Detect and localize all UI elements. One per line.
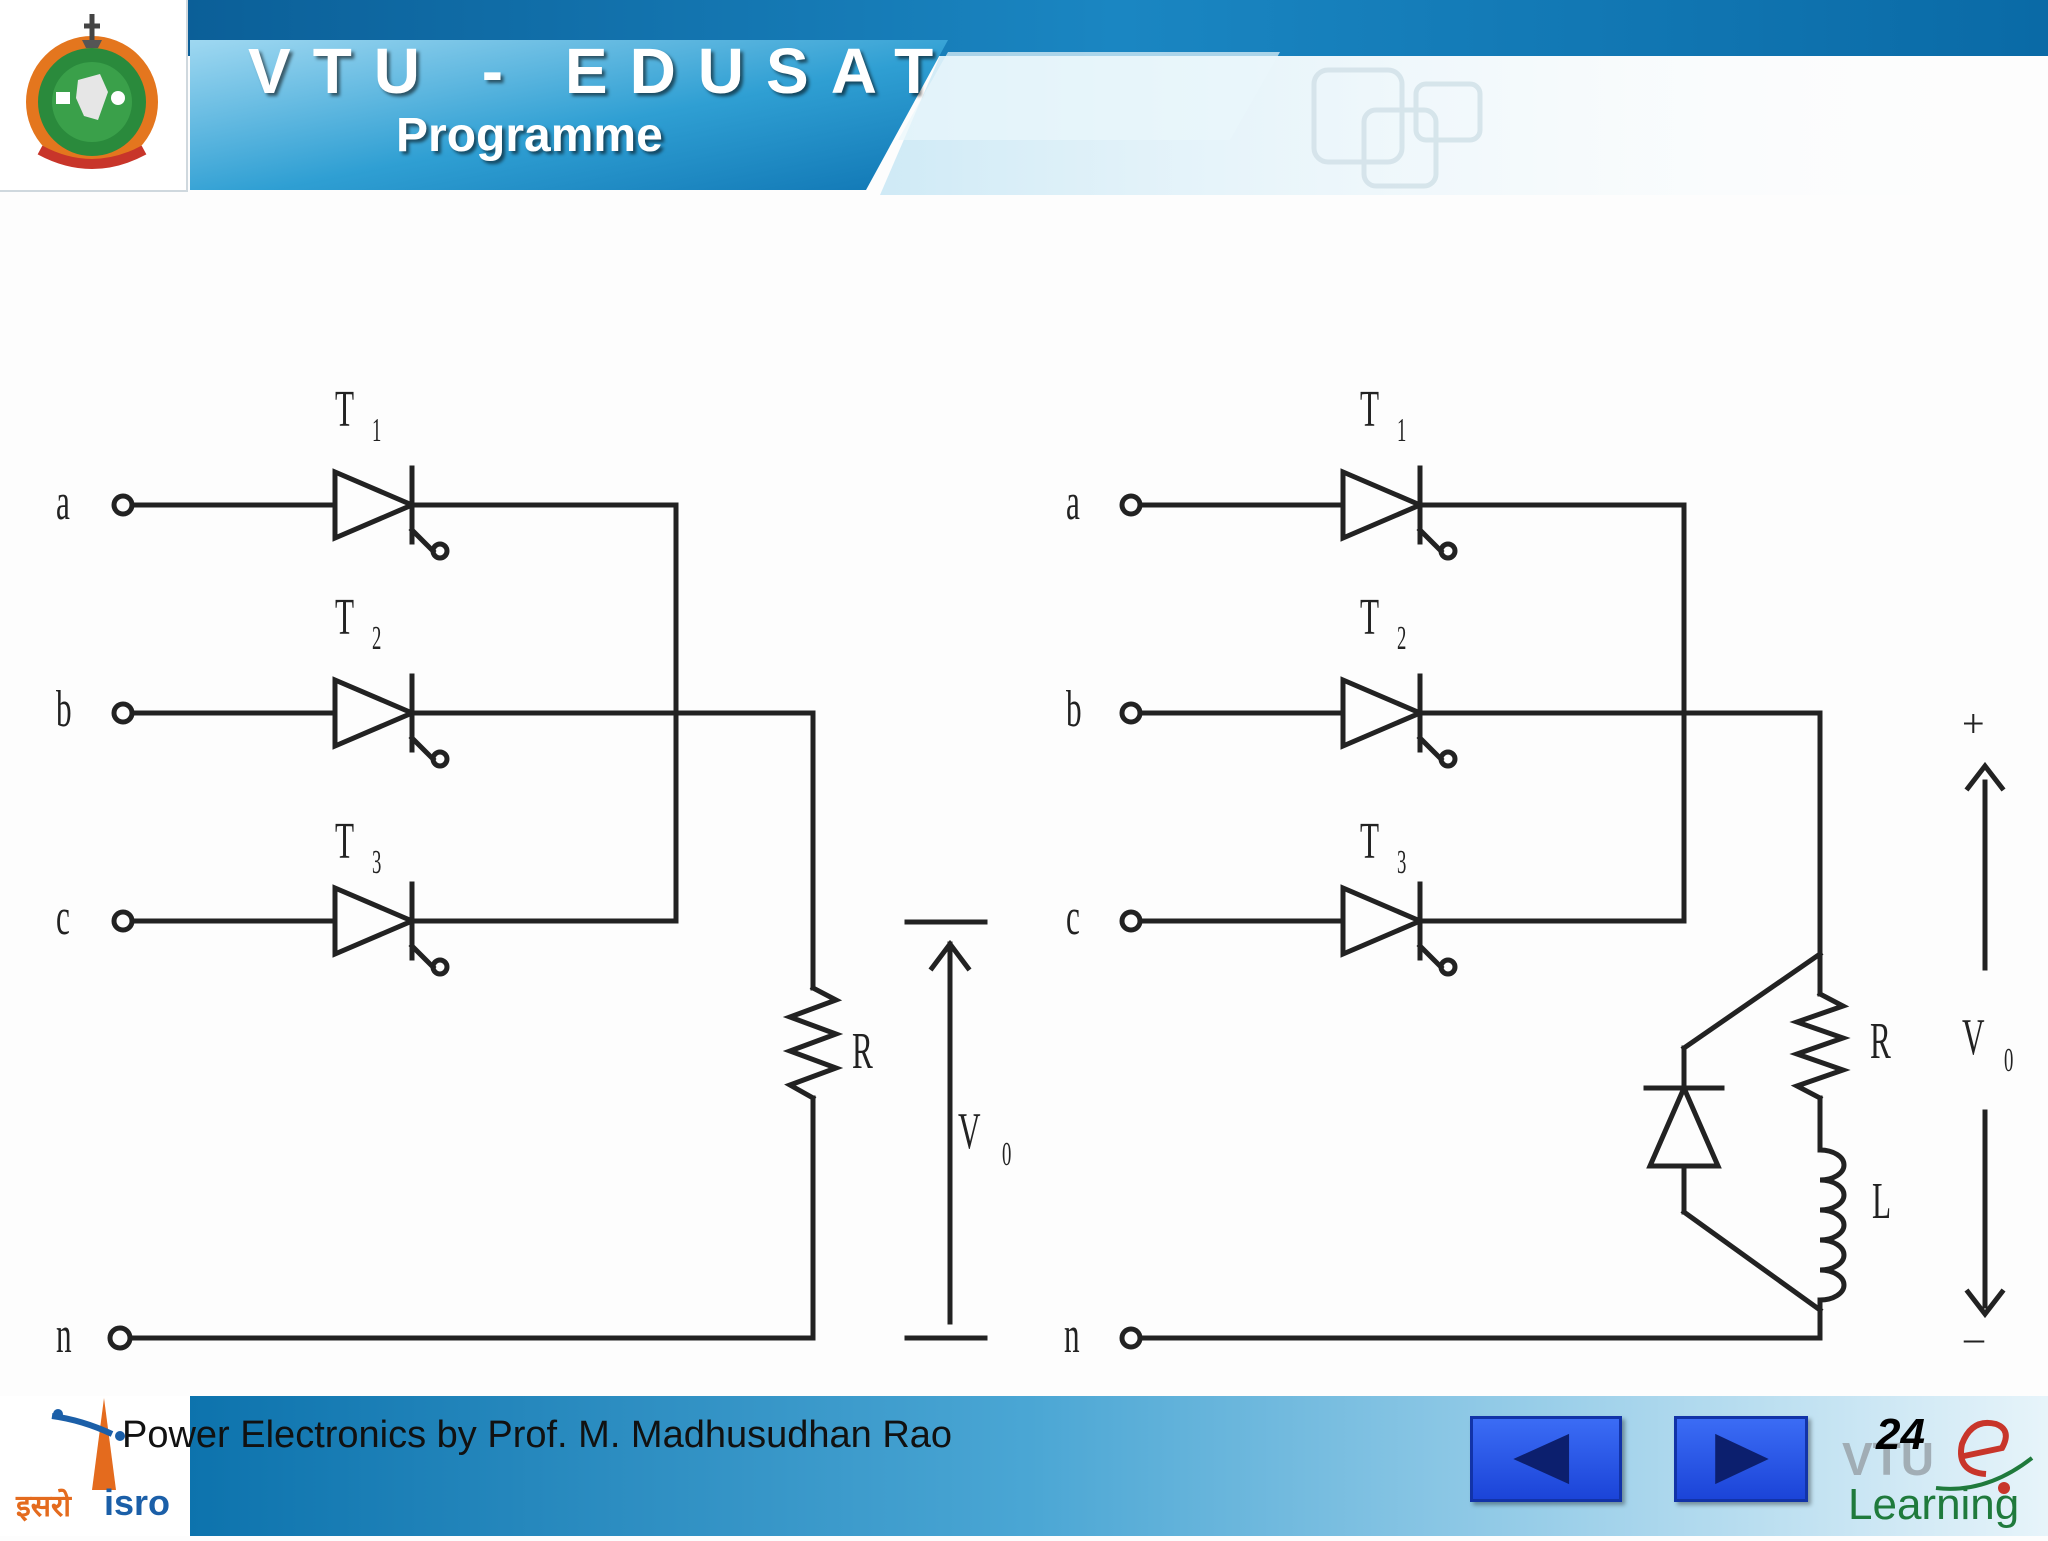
thyristor-subscript: 1 <box>1397 412 1407 449</box>
output-voltage-label: V <box>1962 1009 1985 1066</box>
resistor-r <box>782 984 844 1102</box>
terminal-label-b: b <box>56 681 72 738</box>
thyristor-t1 <box>332 465 450 561</box>
terminal-b <box>1119 701 1143 725</box>
terminal-label-c: c <box>56 889 70 946</box>
vtu-text: VTU <box>1842 1433 1934 1485</box>
thyristor-t3 <box>332 881 450 977</box>
output-voltage-subscript: 0 <box>1002 1136 1012 1173</box>
thyristor-t2 <box>1340 673 1458 769</box>
terminal-label-c: c <box>1066 889 1080 946</box>
banner-graphic <box>186 0 2048 195</box>
thyristor-subscript: 3 <box>1397 844 1407 881</box>
thyristor-label: T <box>335 813 355 870</box>
previous-slide-button[interactable] <box>1470 1416 1622 1502</box>
resistor-label: R <box>1870 1013 1891 1070</box>
polarity-plus: + <box>1962 701 1985 746</box>
header-banner: VTU - EDUSAT Programme <box>0 0 2048 195</box>
thyristor-t3 <box>1340 881 1458 977</box>
terminal-b <box>111 701 135 725</box>
terminal-label-a: a <box>56 474 70 531</box>
thyristor-t1 <box>1340 465 1458 561</box>
left-circuit <box>107 465 988 1351</box>
thyristor-label: T <box>1360 381 1380 438</box>
vtu-emblem-icon <box>26 14 158 169</box>
vtu-elearning-logo <box>1836 1404 2044 1534</box>
next-slide-button[interactable] <box>1674 1416 1808 1502</box>
thyristor-label: T <box>335 589 355 646</box>
thyristor-label: T <box>1360 813 1380 870</box>
inductor-l <box>1817 1147 1847 1303</box>
terminal-c <box>1119 909 1143 933</box>
resistor-r <box>1789 990 1851 1102</box>
terminal-n <box>1119 1326 1143 1350</box>
terminal-a <box>111 493 135 517</box>
page-number: 24 <box>1876 1410 1925 1459</box>
terminal-a <box>1119 493 1143 517</box>
vtu-logo-box <box>0 0 188 192</box>
polarity-minus: – <box>1964 1315 1984 1360</box>
isro-logo: इसरो isro <box>12 1390 182 1536</box>
inductor-label: L <box>1872 1173 1892 1230</box>
terminal-label-n: n <box>1064 1307 1080 1364</box>
thyristor-subscript: 2 <box>372 620 382 657</box>
isro-latin-text: isro <box>104 1482 171 1523</box>
resistor-label: R <box>852 1023 873 1080</box>
terminal-c <box>111 909 135 933</box>
left-arrow-icon <box>1513 1433 1570 1485</box>
rocket-icon <box>51 1398 125 1490</box>
freewheeling-diode <box>1643 1081 1725 1169</box>
output-voltage-label: V <box>958 1103 981 1160</box>
program-subtitle: Programme <box>396 109 663 162</box>
thyristor-subscript: 2 <box>1397 620 1407 657</box>
terminal-label-a: a <box>1066 474 1080 531</box>
thyristor-label: T <box>335 381 355 438</box>
thyristor-subscript: 1 <box>372 412 382 449</box>
thyristor-subscript: 3 <box>372 844 382 881</box>
learning-text: Learning <box>1848 1480 2020 1529</box>
terminal-label-n: n <box>56 1307 72 1364</box>
e-swoosh-icon <box>1935 1420 2034 1494</box>
thyristor-label: T <box>1360 589 1380 646</box>
terminal-n <box>107 1325 133 1351</box>
thyristor-t2 <box>332 673 450 769</box>
isro-hindi-text: इसरो <box>16 1489 72 1524</box>
course-title: Power Electronics by Prof. M. Madhusudha… <box>122 1414 953 1456</box>
program-title: VTU - EDUSAT <box>248 35 956 107</box>
right-arrow-icon <box>1715 1433 1769 1485</box>
right-circuit <box>1119 465 2006 1350</box>
output-voltage-subscript: 0 <box>2004 1042 2014 1079</box>
terminal-label-b: b <box>1066 681 1082 738</box>
circuit-diagram <box>107 465 2006 1351</box>
